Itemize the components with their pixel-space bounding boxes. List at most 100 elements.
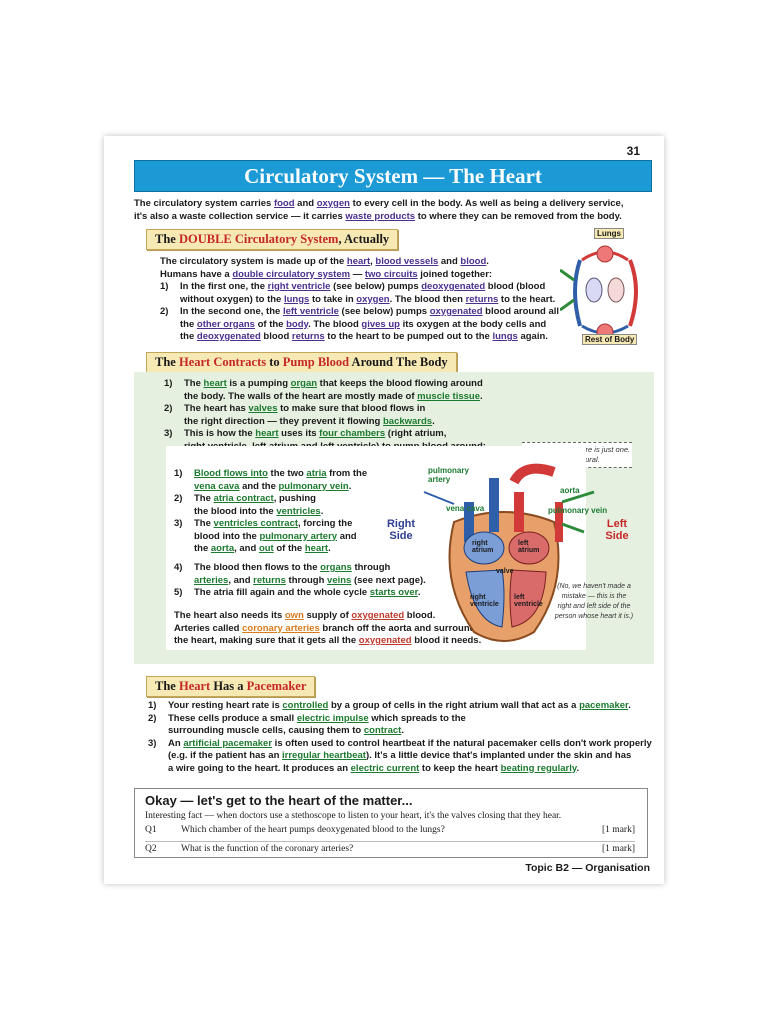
question-row-2: Q2 What is the function of the coronary … — [145, 841, 635, 854]
question-number: Q2 — [145, 844, 157, 854]
body-text: blood into the — [194, 530, 260, 542]
keyword: out — [258, 543, 274, 554]
keyword: returns — [291, 331, 325, 342]
keyword: artificial pacemaker — [183, 737, 273, 749]
body-text: the two — [267, 468, 307, 479]
body-text: the — [180, 318, 197, 330]
body-text: of the — [254, 318, 287, 330]
body-text: joined together: — [417, 268, 493, 280]
list-number: 2) — [148, 712, 157, 724]
keyword: electric current — [350, 762, 420, 774]
keyword: oxygenated — [429, 306, 483, 317]
keyword: beating regularly — [500, 762, 577, 774]
keyword: heart — [203, 378, 227, 389]
label-right-atrium: right atrium — [472, 540, 494, 554]
list-item: 3) An artificial pacemaker is often used… — [148, 738, 658, 776]
keyword: blood — [460, 256, 487, 267]
list-number: 1) — [164, 378, 173, 389]
keyword: returns — [253, 574, 286, 586]
list-number: 1) — [148, 700, 157, 711]
keyword: pulmonary artery — [259, 530, 338, 542]
body-text: , forcing the — [298, 518, 353, 529]
question-text: What is the function of the coronary art… — [181, 844, 354, 854]
keyword: body — [286, 318, 309, 330]
list-item: 2) In the second one, the left ventricle… — [160, 306, 570, 344]
body-text: The — [194, 518, 214, 529]
body-text: the right direction — they prevent it fl… — [184, 415, 383, 427]
body-text: the body. The walls of the heart are mos… — [184, 390, 418, 402]
list-number: 5) — [174, 587, 183, 598]
body-text: . — [328, 543, 331, 554]
heading-text: The — [155, 355, 179, 369]
body-text: of the — [273, 543, 305, 554]
list-item: 2) The atria contract, pushing the blood… — [174, 493, 404, 518]
body-text: . The blood then — [389, 293, 466, 305]
keyword: gives up — [361, 318, 400, 330]
body-text: The atria fill again and the whole cycle — [194, 587, 370, 598]
keyword: veins — [327, 574, 352, 586]
body-text: by a group of cells in the right atrium … — [328, 700, 580, 711]
keyword: coronary arteries — [242, 622, 320, 634]
intro-text: it's also a waste collection service — i… — [134, 210, 346, 222]
body-text: uses its — [278, 428, 320, 439]
page-footer: Topic B2 — Organisation — [525, 862, 650, 874]
question-number: Q1 — [145, 825, 157, 835]
body-text: In the second one, the — [180, 306, 283, 317]
intro-text: to where they can be removed from the bo… — [415, 210, 622, 222]
heart-steps-list: 1) Blood flows into the two atria from t… — [174, 468, 404, 556]
body-text: a wire going to the heart. It produces a… — [168, 762, 351, 774]
body-text: is often used to control heartbeat if th… — [272, 737, 652, 749]
label-valve: valve — [496, 568, 514, 575]
section-heading-heart-contracts: The Heart Contracts to Pump Blood Around… — [146, 352, 457, 373]
section-heading-double-circulatory: The DOUBLE Circulatory System, Actually — [146, 229, 399, 250]
body-text: The — [184, 378, 204, 389]
keyword: vena cava — [194, 480, 240, 492]
body-text: Humans have a — [160, 268, 233, 280]
heading-text: Pump Blood — [282, 355, 350, 369]
intro-text: and — [294, 198, 317, 209]
body-text: — — [350, 268, 365, 280]
heart-steps-list-cont: 4) The blood then flows to the organs th… — [174, 562, 474, 600]
title-banner: Circulatory System — The Heart — [134, 160, 652, 192]
body-text: Arteries called — [174, 622, 243, 634]
keyword: ventricles contract — [213, 518, 299, 529]
question-marks: [1 mark] — [602, 825, 635, 835]
body-text: . — [432, 415, 435, 427]
keyword: heart — [304, 543, 329, 554]
keyword: waste products — [345, 210, 416, 222]
body-text: without oxygen) to the — [180, 293, 284, 305]
keyword: valves — [248, 403, 278, 414]
body-text: , and — [228, 574, 254, 586]
list-item: 4) The blood then flows to the organs th… — [174, 562, 474, 587]
section1-body: The circulatory system is made up of the… — [160, 256, 570, 344]
body-text: The heart also needs its — [174, 610, 285, 621]
body-text: the — [194, 543, 211, 554]
interesting-fact: Interesting fact — when doctors use a st… — [145, 811, 562, 821]
list-number: 3) — [164, 428, 173, 439]
heading-text: Circulatory System — [231, 232, 339, 246]
body-text: through — [285, 574, 328, 586]
keyword: four chambers — [319, 428, 386, 439]
list-number: 1) — [160, 281, 169, 292]
body-text: , — [370, 256, 376, 267]
question-row-1: Q1 Which chamber of the heart pumps deox… — [145, 825, 635, 835]
list-item: 5) The atria fill again and the whole cy… — [174, 587, 474, 600]
body-text: , pushing — [273, 493, 316, 504]
body-text: In the first one, the — [180, 281, 268, 292]
keyword: oxygenated — [358, 635, 412, 646]
body-text: again. — [517, 331, 548, 342]
keyword: backwards — [382, 415, 433, 427]
body-text: . The blood — [308, 318, 362, 330]
body-text: . — [348, 480, 352, 492]
keyword: food — [273, 198, 295, 209]
list-number: 1) — [174, 468, 183, 479]
body-text: blood it needs. — [411, 635, 482, 646]
heading-text: Heart Contracts — [178, 355, 267, 369]
list-item: 1) Blood flows into the two atria from t… — [174, 468, 404, 493]
body-text: , and — [234, 543, 259, 554]
body-text: the blood into the — [194, 505, 277, 517]
label-right-ventricle: right ventricle — [470, 594, 499, 608]
body-text: The — [194, 493, 214, 504]
keyword: starts over — [369, 587, 418, 598]
body-text: (e.g. if the patient has an — [168, 750, 283, 761]
